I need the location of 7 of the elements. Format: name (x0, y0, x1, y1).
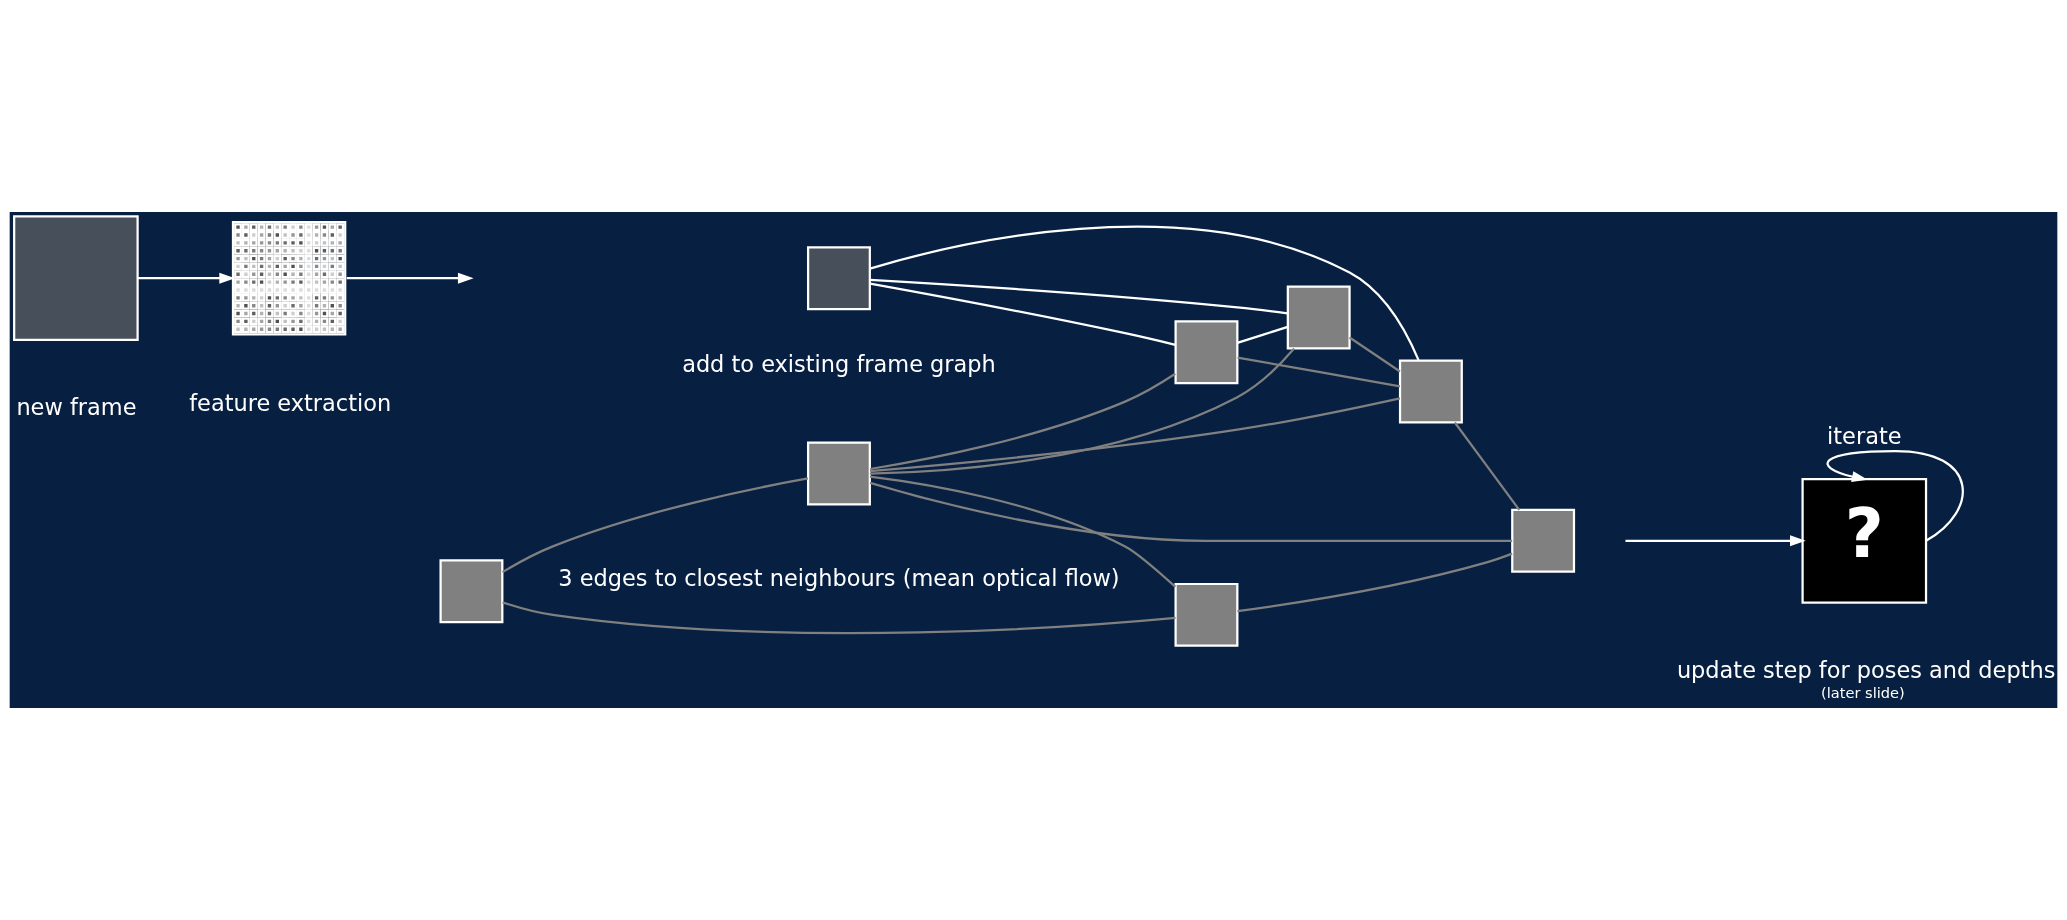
node-label: feature extraction (189, 389, 392, 416)
label: add to existing frame graph (682, 351, 996, 378)
edge-label: iterate (1827, 423, 1902, 450)
node-label: update step for poses and depths (1676, 656, 2056, 683)
node-label: new frame (16, 394, 137, 421)
label: 3 edges to closest neighbours (mean optical flow) (558, 564, 1120, 591)
node-label: (later slide) (1821, 684, 1905, 702)
